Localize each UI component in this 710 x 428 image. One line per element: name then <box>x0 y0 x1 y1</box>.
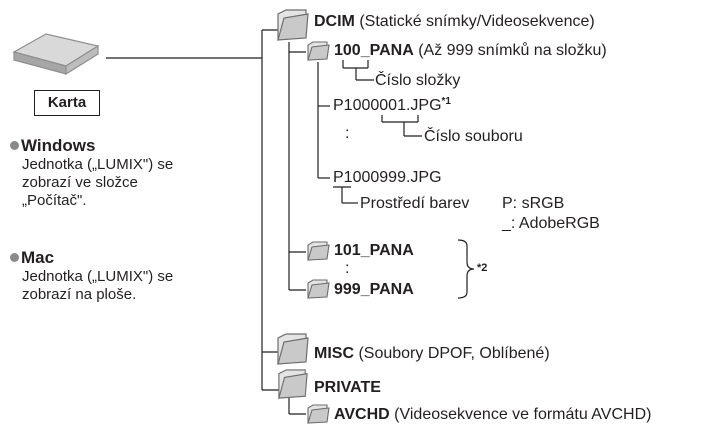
color-space-p: P: sRGB <box>502 195 565 212</box>
ellipsis-files: : <box>345 125 350 142</box>
folder-icon <box>307 241 330 261</box>
file-number-label: Číslo souboru <box>424 128 523 145</box>
avchd-name: AVCHD <box>334 406 390 423</box>
windows-title: Windows <box>21 136 96 155</box>
first-file-name: P1000001.JPG <box>333 97 442 114</box>
pana999-name: 999_PANA <box>334 281 414 298</box>
last-file-name: P1000999.JPG <box>333 169 442 186</box>
card-label: Karta <box>34 90 100 116</box>
first-file-note: *1 <box>441 96 451 107</box>
folder-icon <box>307 41 330 61</box>
misc-name: MISC <box>314 345 354 362</box>
folders-note: *2 <box>477 262 488 274</box>
mac-title: Mac <box>21 248 55 267</box>
first-file-row: P1000001.JPG*1 <box>333 96 451 115</box>
color-space-label: Prostředí barev <box>360 195 470 212</box>
folder-number-label: Číslo složky <box>375 72 461 89</box>
mac-text: Jednotka („LUMIX") se zobrazí na ploše. <box>22 268 174 303</box>
dcim-name: DCIM <box>314 13 355 30</box>
folder-icon <box>307 279 330 299</box>
folder-icon <box>307 404 330 424</box>
avchd-desc: (Videosekvence ve formátu AVCHD) <box>394 406 652 423</box>
memory-card-icon <box>12 33 100 76</box>
folder-icon <box>277 333 309 365</box>
misc-desc: (Soubory DPOF, Oblíbené) <box>358 345 550 362</box>
windows-text: Jednotka („LUMIX") se zobrazí ve složce … <box>22 156 174 209</box>
color-space-underscore: _: AdobeRGB <box>502 215 600 232</box>
misc-folder-row: MISC (Soubory DPOF, Oblíbené) <box>314 344 550 363</box>
bullet-icon <box>10 253 19 262</box>
folder-icon <box>277 9 309 41</box>
avchd-folder-row: AVCHD (Videosekvence ve formátu AVCHD) <box>334 405 651 424</box>
ellipsis-folders: : <box>345 260 350 277</box>
pana100-desc: (Až 999 snímků na složku) <box>418 42 607 59</box>
pana100-folder-row: 100_PANA (Až 999 snímků na složku) <box>334 41 607 60</box>
pana101-name: 101_PANA <box>334 242 414 259</box>
dcim-desc: (Statické snímky/Videosekvence) <box>359 13 595 30</box>
dcim-folder-row: DCIM (Statické snímky/Videosekvence) <box>314 12 595 31</box>
private-name: PRIVATE <box>314 379 381 396</box>
bullet-icon <box>10 141 19 150</box>
pana100-name: 100_PANA <box>334 42 414 59</box>
mac-section: Mac Jednotka („LUMIX") se zobrazí na plo… <box>10 248 222 304</box>
windows-section: Windows Jednotka („LUMIX") se zobrazí ve… <box>10 136 194 210</box>
folder-icon <box>278 369 308 399</box>
